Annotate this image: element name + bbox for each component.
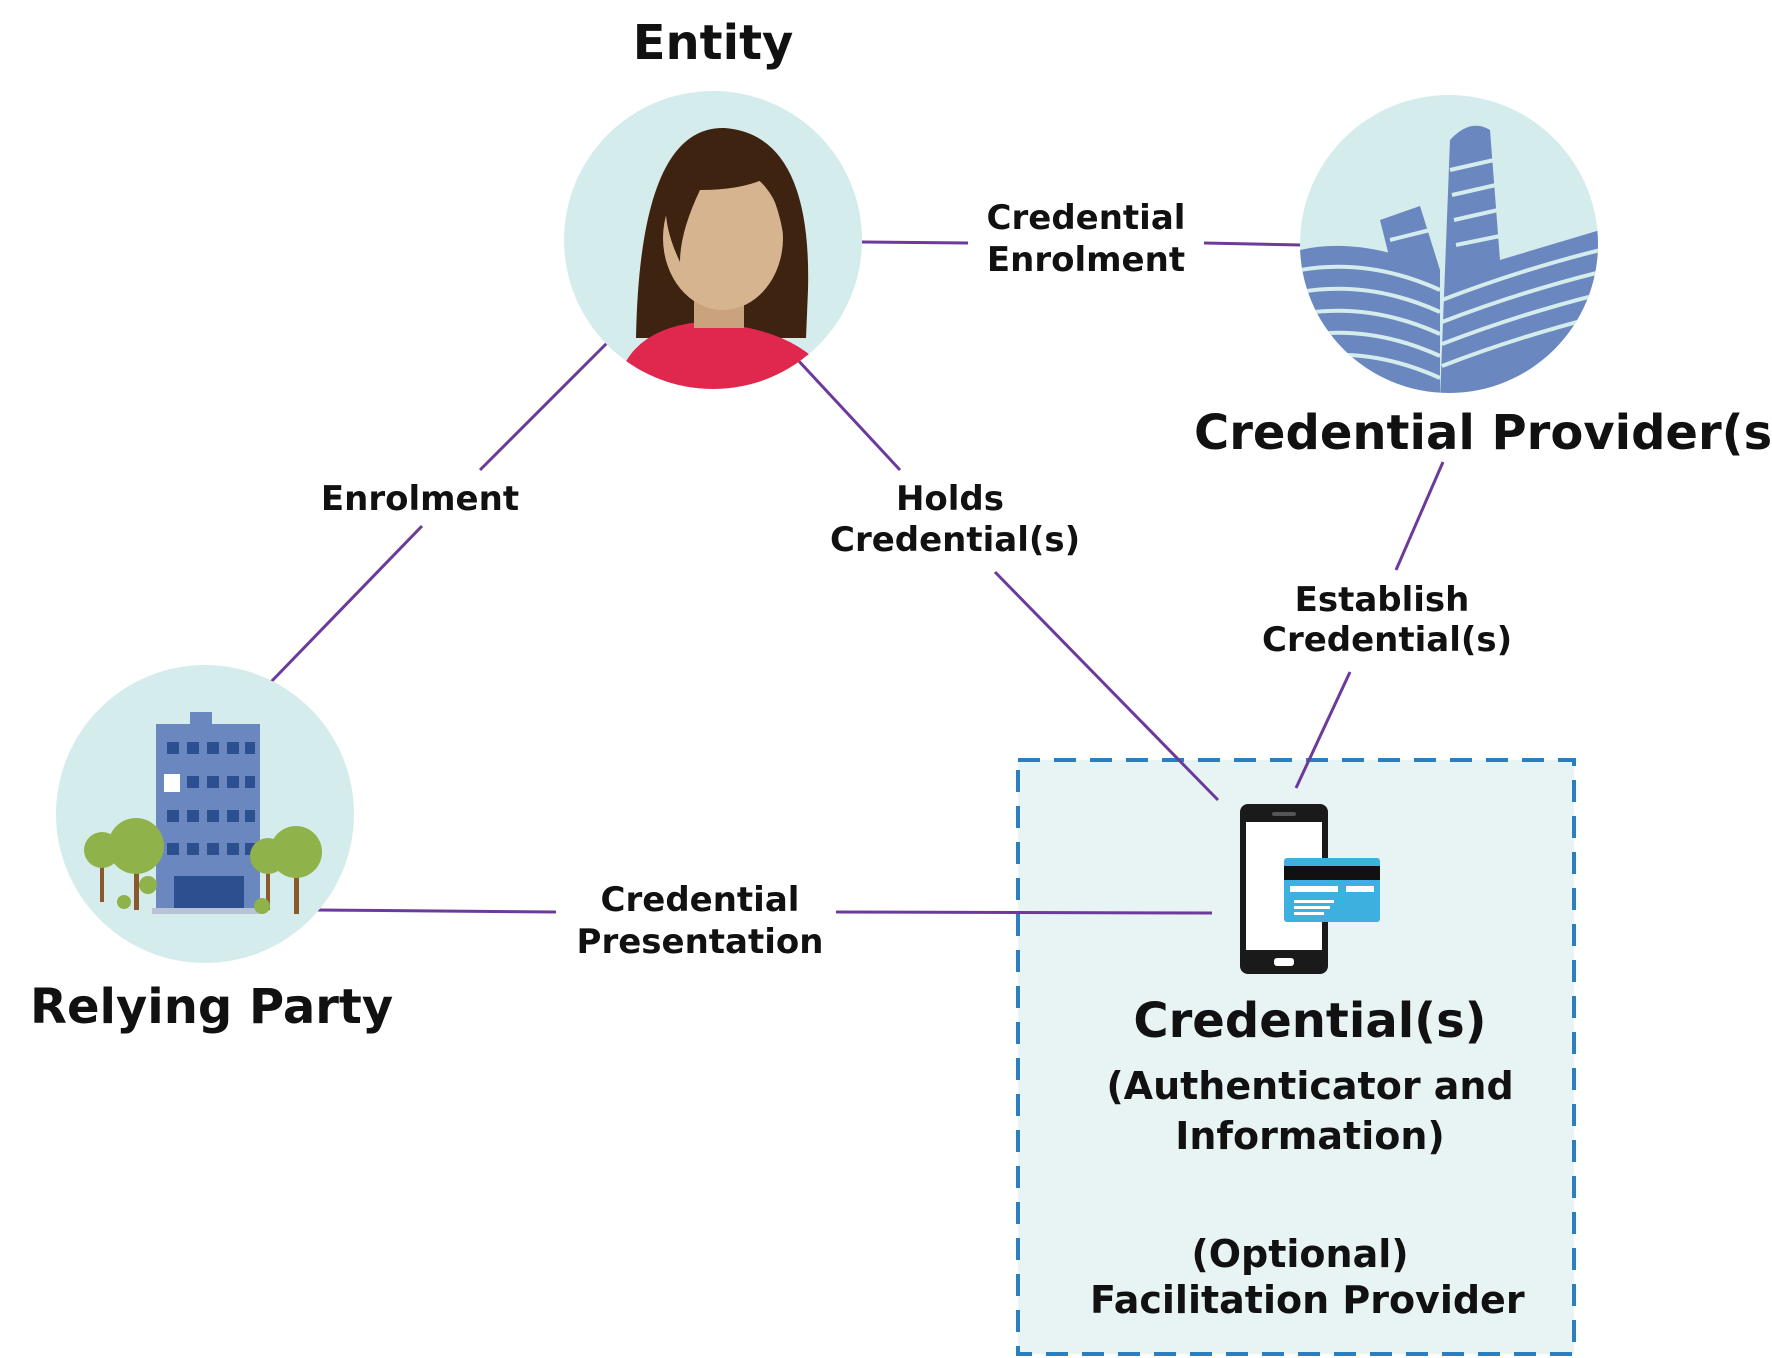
entity-title: Entity [632,15,794,71]
edge-label-presentation-1: Credential [600,880,800,920]
edge-enrolment-b [266,524,424,687]
office-building-icon [84,712,322,914]
edge-holds-b [993,570,1220,802]
edge-label-presentation-2: Presentation [576,922,824,962]
tree-icons [84,818,322,914]
credential-subtitle-line-1: (Authenticator and [1106,1064,1514,1108]
edge-entity-credential-enrolment-b [1203,241,1303,247]
id-card-icon [1284,858,1380,922]
edge-entity-credential-enrolment-a [861,240,969,245]
relying-party-icon [56,665,354,963]
entity-avatar [564,91,862,389]
edge-label-credential-enrolment-2: Enrolment [986,240,1186,280]
edge-label-credential-enrolment-1: Credential [986,198,1186,238]
edge-label-establish-1: Establish [1294,580,1470,620]
edge-label-enrolment: Enrolment [320,479,520,519]
edge-label-holds-1: Holds [895,479,1005,519]
edge-holds-a [794,356,902,472]
credential-provider-title: Credential Provider(s) [1194,405,1772,461]
skyscraper-icon [1300,125,1598,393]
phone-card-icon [1240,804,1380,974]
credential-subtitle-line-2: Information) [1175,1114,1445,1158]
edge-presentation-b [835,910,1213,915]
edge-presentation-a [315,908,557,914]
edge-label-establish-2: Credential(s) [1262,620,1513,660]
person-icon [615,127,830,389]
credential-title: Credential(s) [1133,993,1487,1049]
edge-establish-a [1394,461,1445,571]
facilitation-provider-line-1: (Optional) [1191,1232,1409,1276]
facilitation-provider-line-2: Facilitation Provider [1090,1278,1525,1322]
edge-establish-b [1294,671,1352,789]
edge-label-holds-2: Credential(s) [830,520,1081,560]
relying-party-title: Relying Party [30,979,394,1035]
credential-provider-icon [1300,95,1598,393]
edge-enrolment-a [478,340,610,472]
